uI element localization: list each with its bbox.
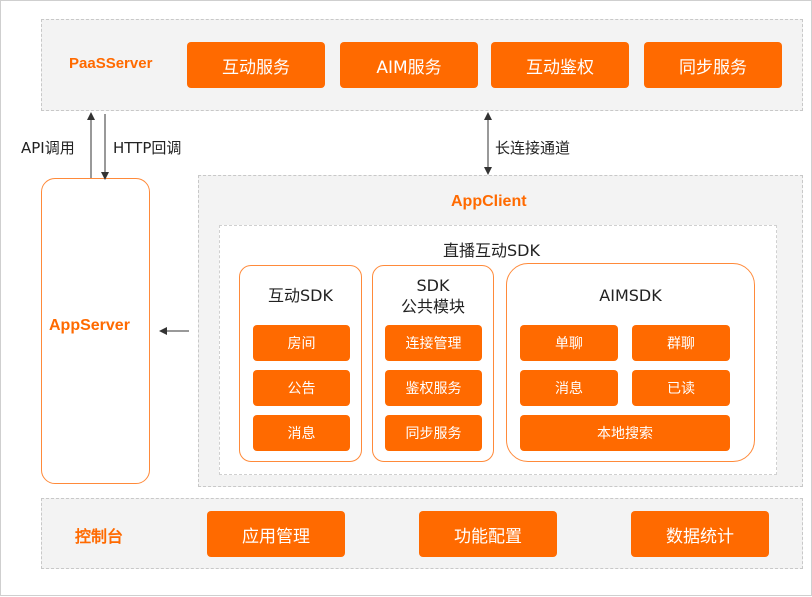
- paas-service-sync: 同步服务: [644, 42, 782, 88]
- interactive-sdk-item-notice: 公告: [253, 370, 350, 406]
- aim-sdk-item-single-chat: 单聊: [520, 325, 618, 361]
- common-sdk-item-auth: 鉴权服务: [385, 370, 482, 406]
- app-server-label: AppServer: [49, 317, 130, 334]
- interactive-sdk-title: 互动SDK: [268, 286, 333, 305]
- console-item-app-management: 应用管理: [207, 511, 345, 557]
- paas-service-auth: 互动鉴权: [491, 42, 629, 88]
- live-sdk-title: 直播互动SDK: [443, 241, 540, 260]
- api-call-label: API调用: [21, 139, 75, 157]
- console-item-feature-config: 功能配置: [419, 511, 557, 557]
- console-item-data-stats: 数据统计: [631, 511, 769, 557]
- aim-sdk-item-read: 已读: [632, 370, 730, 406]
- aim-sdk-item-local-search: 本地搜索: [520, 415, 730, 451]
- long-connection-label: 长连接通道: [495, 139, 571, 157]
- http-callback-label: HTTP回调: [113, 139, 182, 157]
- common-sdk-title-line1: SDK: [416, 276, 450, 295]
- common-sdk-title-line2: 公共模块: [400, 297, 465, 316]
- common-sdk-item-connection: 连接管理: [385, 325, 482, 361]
- app-server-box: [41, 178, 150, 484]
- paas-server-label: PaaSServer: [69, 55, 153, 72]
- interactive-sdk-item-message: 消息: [253, 415, 350, 451]
- app-client-label: AppClient: [451, 193, 527, 210]
- aim-sdk-item-message: 消息: [520, 370, 618, 406]
- paas-service-aim: AIM服务: [340, 42, 478, 88]
- console-label: 控制台: [75, 529, 124, 546]
- aim-sdk-item-group-chat: 群聊: [632, 325, 730, 361]
- common-sdk-item-sync: 同步服务: [385, 415, 482, 451]
- interactive-sdk-item-room: 房间: [253, 325, 350, 361]
- paas-service-interactive: 互动服务: [187, 42, 325, 88]
- aim-sdk-title: AIMSDK: [599, 286, 662, 305]
